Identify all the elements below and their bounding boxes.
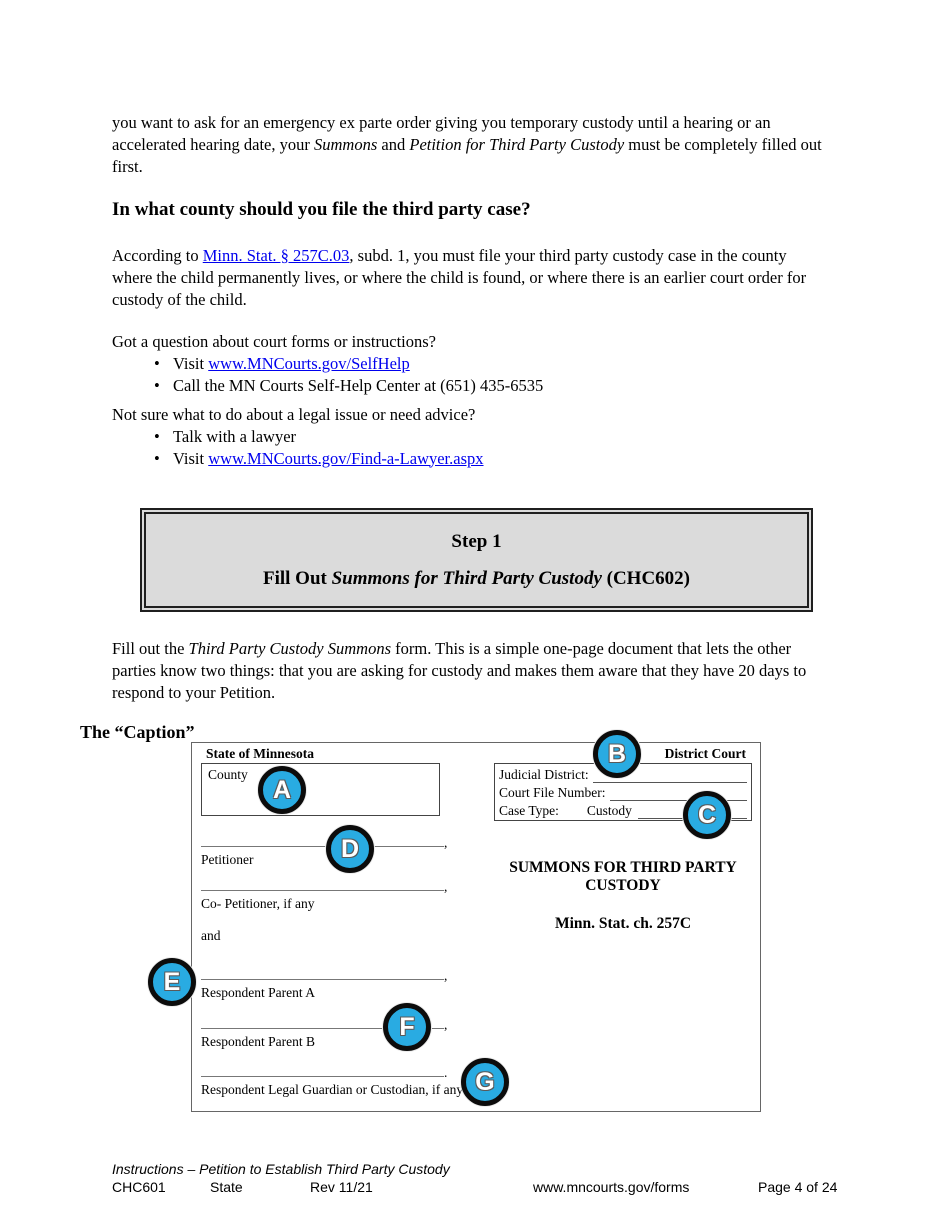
respondent-a-label: Respondent Parent A [201, 985, 315, 1000]
bullet-call-center: • Call the MN Courts Self-Help Center at… [112, 375, 824, 397]
form-court-file-label: Court File Number: [499, 785, 606, 800]
step1-subtitle: Fill Out Summons for Third Party Custody… [263, 568, 690, 590]
footer-state: State [210, 1179, 243, 1195]
form-county-label: County [208, 767, 248, 782]
intro-text: you want to ask for an emergency ex part… [112, 113, 771, 154]
form-judicial-district-label: Judicial District: [499, 767, 589, 782]
county-text: , subd. 1, you must file your third part… [112, 246, 807, 309]
bullet-find-lawyer: • Visit www.MNCourts.gov/Find-a-Lawyer.a… [112, 448, 824, 470]
intro-text: must be completely filled out first. [112, 134, 822, 176]
marker-f: F [383, 1003, 431, 1051]
respondent-b-label: Respondent Parent B [201, 1034, 315, 1049]
summons-text: Fill out the [112, 639, 189, 658]
find-lawyer-link[interactable]: www.MNCourts.gov/Find-a-Lawyer.aspx [208, 448, 484, 468]
marker-b: B [593, 730, 641, 778]
respondent-b-group: , Respondent Parent B [201, 1014, 447, 1050]
county-section-heading: In what county should you file the third… [112, 199, 531, 220]
form-district-court-label: District Court [664, 746, 746, 761]
respondent-guardian-group: . Respondent Legal Guardian or Custodian… [201, 1062, 463, 1098]
summons-paragraph: Fill out the Third Party Custody Summons… [112, 638, 838, 703]
respondent-b-punct: , [444, 1017, 448, 1032]
footer-form-number: CHC601 [112, 1179, 166, 1195]
respondent-guardian-label: Respondent Legal Guardian or Custodian, … [201, 1082, 464, 1097]
form-county-box: County [201, 763, 440, 816]
judicial-district-blank [592, 768, 747, 783]
summons-form-italic: Third Party Custody Summons [188, 639, 391, 658]
petitioner-label: Petitioner [201, 852, 254, 867]
footer-url: www.mncourts.gov/forms [533, 1179, 690, 1195]
county-paragraph: According to Minn. Stat. § 257C.03, subd… [112, 245, 824, 310]
form-case-type-value: Custody [586, 803, 632, 818]
respondent-a-punct: , [444, 968, 448, 983]
court-file-blank [609, 786, 747, 801]
form-case-type-label: Case Type: [499, 803, 559, 818]
footer-title: Instructions – Petition to Establish Thi… [112, 1161, 450, 1177]
petitioner-group: , Petitioner [201, 832, 447, 868]
form-judicial-district-row: Judicial District: [499, 765, 747, 783]
respondent-guardian-blank-line [201, 1062, 444, 1077]
step1-fill-out: Fill Out [262, 567, 332, 589]
bullet-selfhelp: • Visit www.MNCourts.gov/SelfHelp [112, 353, 824, 375]
petition-italic: Petition for Third Party Custody [409, 134, 625, 154]
bullet-text: Call the MN Courts Self-Help Center at (… [173, 375, 544, 395]
marker-e: E [148, 958, 196, 1006]
co-petitioner-blank-line [201, 876, 444, 891]
marker-a: A [258, 766, 306, 814]
bullet-text: Talk with a lawyer [173, 426, 297, 446]
marker-c: C [683, 791, 731, 839]
step1-form-name: Summons for Third Party Custody [331, 567, 602, 589]
respondent-a-blank-line [201, 965, 444, 980]
caption-heading: The “Caption” [80, 722, 195, 742]
bullet-text: Visit [173, 353, 209, 373]
selfhelp-link[interactable]: www.MNCourts.gov/SelfHelp [208, 353, 410, 373]
petitioner-blank-line [201, 832, 444, 847]
step1-title: Step 1 [451, 530, 502, 552]
co-petitioner-label: Co- Petitioner, if any [201, 896, 315, 911]
step1-form-code: (CHC602) [601, 567, 691, 589]
form-court-file-row: Court File Number: [499, 783, 747, 801]
form-statute: Minn. Stat. ch. 257C [554, 915, 692, 932]
footer-rev: Rev 11/21 [310, 1179, 373, 1195]
and-label: and [201, 928, 221, 943]
form-state-label: State of Minnesota [206, 746, 314, 761]
bullet-icon: • [154, 426, 160, 446]
co-petitioner-group: , Co- Petitioner, if any [201, 876, 447, 912]
help-block-2: Not sure what to do about a legal issue … [112, 404, 824, 469]
statute-link[interactable]: Minn. Stat. § 257C.03 [202, 246, 350, 265]
step1-box-inner: Step 1 Fill Out Summons for Third Party … [144, 512, 809, 608]
form-title: SUMMONS FOR THIRD PARTY CUSTODY [509, 859, 737, 894]
help-question-1: Got a question about court forms or inst… [112, 332, 436, 351]
marker-g: G [461, 1058, 509, 1106]
petitioner-punct: , [444, 835, 448, 850]
bullet-icon: • [154, 448, 160, 468]
respondent-a-group: , Respondent Parent A [201, 965, 447, 1001]
footer-page-number: Page 4 of 24 [758, 1179, 838, 1195]
intro-paragraph: you want to ask for an emergency ex part… [112, 112, 824, 177]
county-text: According to [112, 246, 203, 265]
bullet-lawyer: • Talk with a lawyer [112, 426, 824, 448]
help-question-2: Not sure what to do about a legal issue … [112, 405, 476, 424]
co-petitioner-punct: , [444, 879, 448, 894]
bullet-icon: • [154, 375, 160, 395]
respondent-guardian-punct: . [444, 1065, 448, 1080]
summons-text: form. This is a simple one-page document… [112, 639, 807, 702]
step1-box: Step 1 Fill Out Summons for Third Party … [140, 508, 813, 612]
bullet-icon: • [154, 353, 160, 373]
intro-text: and [377, 134, 410, 154]
bullet-text: Visit [173, 448, 209, 468]
marker-d: D [326, 825, 374, 873]
help-block-1: Got a question about court forms or inst… [112, 331, 824, 396]
summons-italic: Summons [314, 134, 378, 154]
respondent-b-blank-line [201, 1014, 444, 1029]
